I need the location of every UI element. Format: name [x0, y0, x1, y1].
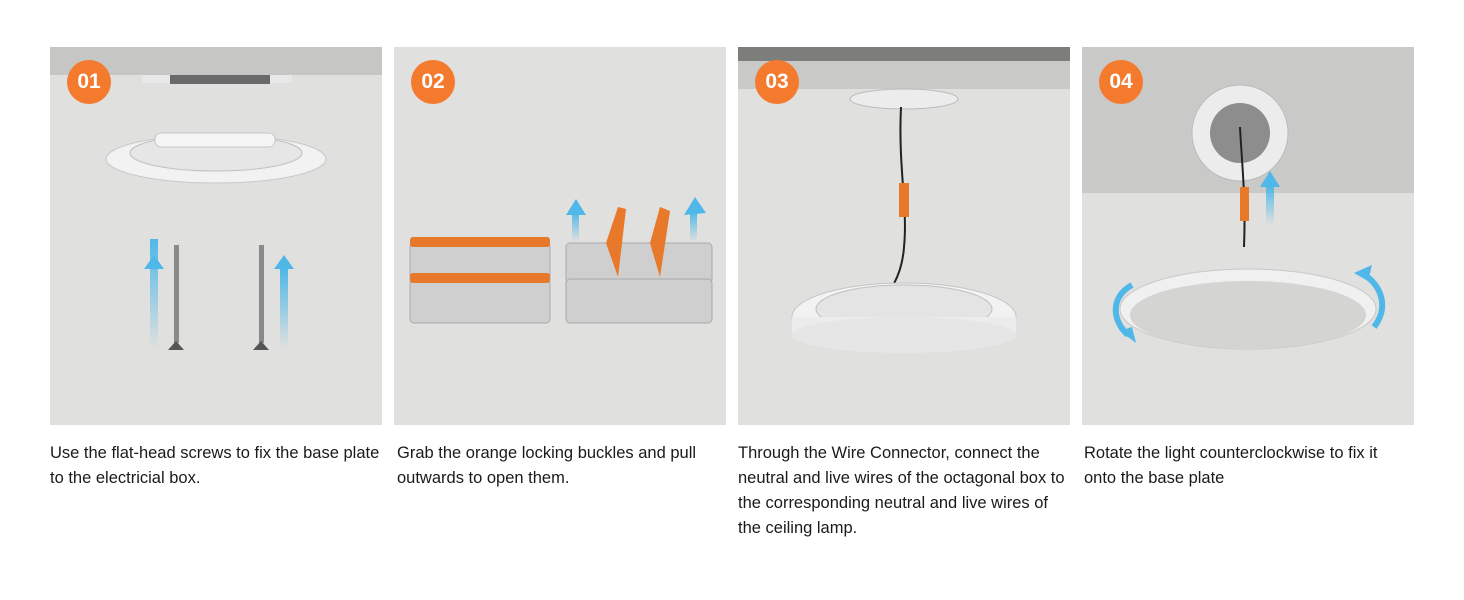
- step-1-caption: Use the flat-head screws to fix the base…: [50, 444, 380, 487]
- step-3-image: 03: [738, 47, 1070, 425]
- step-badge: 02: [411, 60, 455, 104]
- step-1-image: 01: [50, 47, 382, 425]
- step-2-caption: Grab the orange locking buckles and pull…: [397, 444, 697, 487]
- step-badge: 03: [755, 60, 799, 104]
- rotate-light-illustration: [1082, 47, 1414, 350]
- step-3-caption: Through the Wire Connector, connect the …: [738, 444, 1065, 537]
- step-badge: 01: [67, 60, 111, 104]
- step-badge: 04: [1099, 60, 1143, 104]
- base-plate-illustration: [50, 47, 382, 350]
- step-4-caption: Rotate the light counterclockwise to fix…: [1084, 444, 1378, 487]
- step-4-image: 04: [1082, 47, 1414, 425]
- wire-connector-illustration: [409, 197, 713, 324]
- step-2-image: 02: [394, 47, 726, 425]
- wire-connection-illustration: [738, 47, 1070, 353]
